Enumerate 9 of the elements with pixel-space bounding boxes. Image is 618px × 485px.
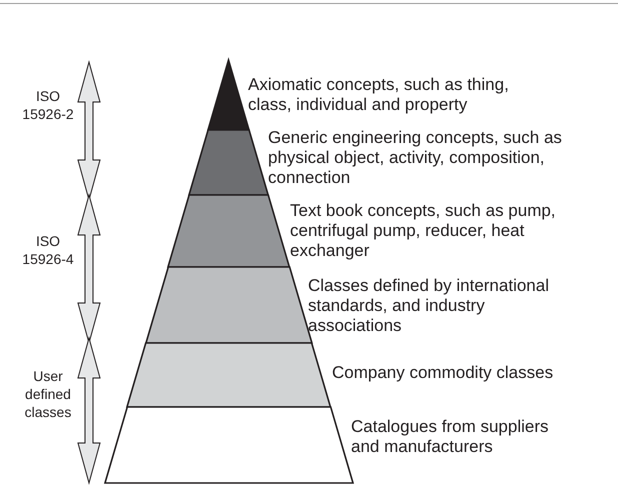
tier-caption: Axiomatic concepts, such as thing, class, individual and property xyxy=(248,75,510,115)
range-label: ISO 15926-2 xyxy=(21,87,75,123)
tier-caption: Company commodity classes xyxy=(332,363,554,383)
range-label: User defined classes xyxy=(24,367,72,421)
tier-caption: Text book concepts, such as pump, centrifugal pump, reducer, heat exchanger xyxy=(290,201,557,261)
range-label: ISO 15926-4 xyxy=(21,232,75,268)
tier-caption: Classes defined by international standards, and industry associations xyxy=(308,276,550,336)
tier-caption: Generic engineering concepts, such as physical object, activity, composition, connection xyxy=(268,128,563,188)
tier-caption: Catalogues from suppliers and manufacturers xyxy=(351,417,550,457)
